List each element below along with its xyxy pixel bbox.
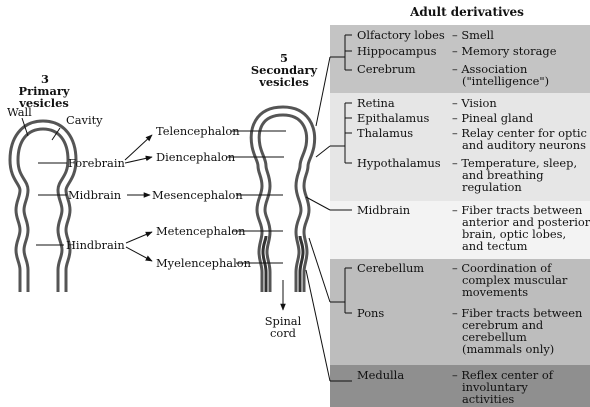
structure-thalamus: Thalamus (357, 127, 413, 139)
primary-vesicles-tube (14, 125, 72, 292)
function-temperature-3: regulation (462, 181, 522, 193)
midbrain-label: Midbrain (68, 189, 121, 201)
function-smell: – Smell (452, 29, 494, 41)
structure-hypothalamus: Hypothalamus (357, 157, 441, 169)
structure-epithalamus: Epithalamus (357, 112, 429, 124)
function-memory: – Memory storage (452, 45, 556, 57)
cavity-label: Cavity (66, 114, 103, 126)
structure-medulla: Medulla (357, 369, 404, 381)
spinal-cord-label-2: cord (258, 327, 308, 339)
metencephalon-label: Metencephalon (156, 225, 245, 237)
function-pineal: – Pineal gland (452, 112, 533, 124)
diencephalon-label: Diencephalon (156, 151, 235, 163)
function-fiber-pons-4: (mammals only) (462, 343, 554, 355)
structure-cerebellum: Cerebellum (357, 262, 424, 274)
secondary-vesicles-label-2: vesicles (244, 76, 324, 88)
structure-hippocampus: Hippocampus (357, 45, 436, 57)
structure-olfactory-lobes: Olfactory lobes (357, 29, 445, 41)
wall-label: Wall (7, 106, 32, 118)
adult-derivatives-heading: Adult derivatives (372, 5, 562, 19)
forebrain-label: Forebrain (68, 157, 125, 169)
structure-cerebrum: Cerebrum (357, 63, 416, 75)
function-vision: – Vision (452, 97, 497, 109)
structure-midbrain: Midbrain (357, 204, 410, 216)
structure-pons: Pons (357, 307, 384, 319)
function-relay-2: and auditory neurons (462, 139, 586, 151)
myelencephalon-label: Myelencephalon (156, 257, 251, 269)
structure-retina: Retina (357, 97, 395, 109)
function-fiber-midbrain-4: and tectum (462, 240, 527, 252)
hindbrain-label: Hindbrain (66, 239, 125, 251)
secondary-vesicles-tube (255, 111, 310, 292)
telencephalon-label: Telencephalon (156, 125, 240, 137)
mesencephalon-label: Mesencephalon (152, 189, 243, 201)
function-reflex-3: activities (462, 393, 514, 405)
function-coordination-3: movements (462, 286, 528, 298)
function-association-2: ("intelligence") (462, 75, 549, 87)
